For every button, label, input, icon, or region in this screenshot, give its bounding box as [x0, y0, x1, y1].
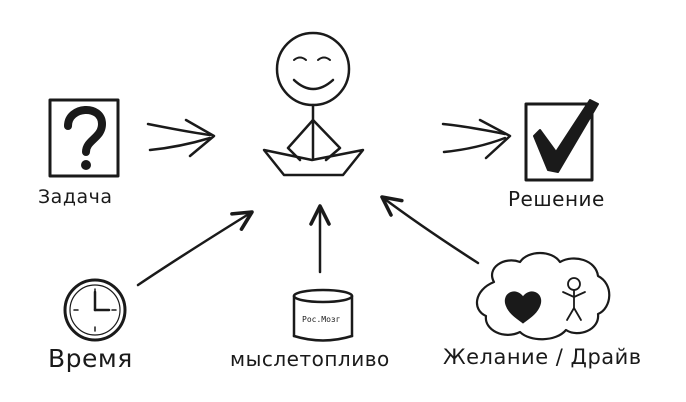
- checkmark-box-icon: [524, 99, 599, 182]
- cloud-heart-person-icon: [476, 251, 611, 341]
- time-label: Время: [48, 344, 133, 373]
- task-label: Задача: [38, 186, 113, 208]
- time-to-thinker-arrow: [136, 210, 254, 287]
- fuel-label: мыслетопливо: [230, 347, 390, 371]
- jar-label: Рос.Мозг: [302, 315, 341, 324]
- desire-to-thinker-arrow: [380, 195, 480, 265]
- output-double-arrow: [441, 118, 512, 160]
- question-mark-box-icon: [48, 98, 120, 178]
- desire-label: Желание / Драйв: [443, 345, 642, 369]
- jar-icon: [292, 288, 354, 342]
- meditating-person-icon: [262, 31, 365, 177]
- input-double-arrow: [146, 118, 216, 158]
- clock-icon: [63, 278, 127, 342]
- solution-label: Решение: [508, 187, 605, 211]
